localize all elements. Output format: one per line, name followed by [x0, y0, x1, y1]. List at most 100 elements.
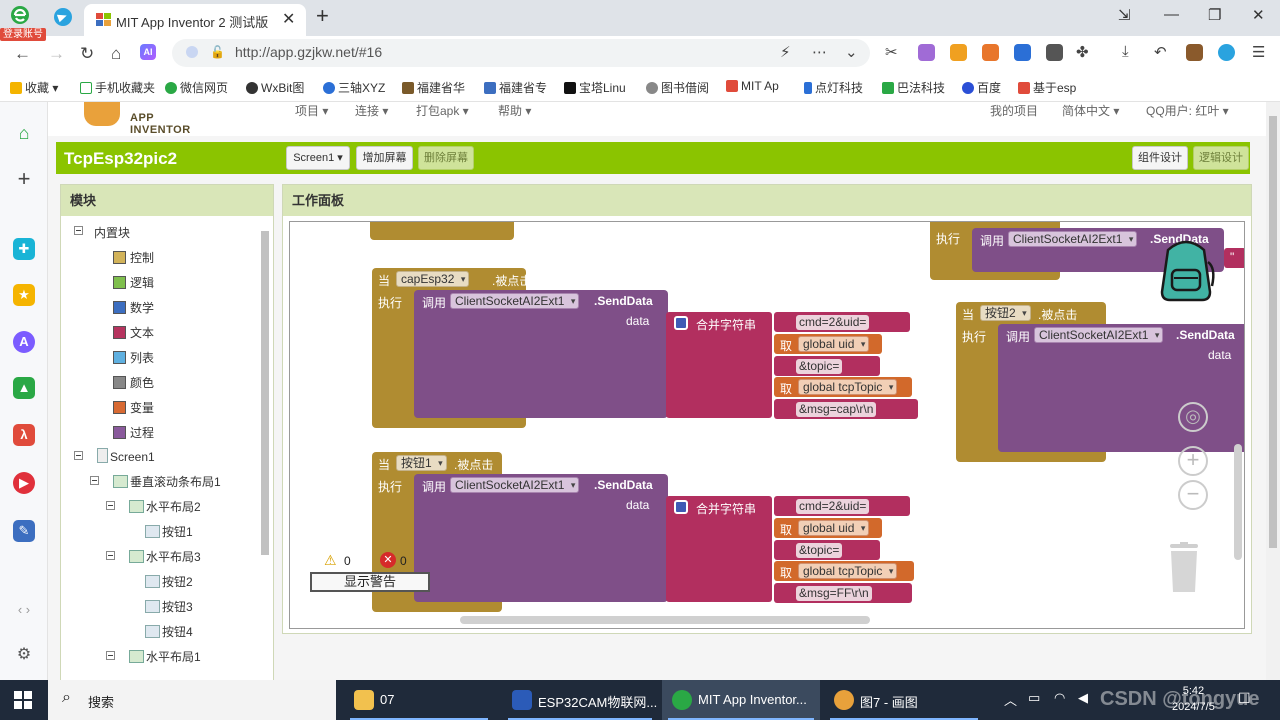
- component-dropdown[interactable]: 按钮2: [980, 305, 1031, 321]
- bookmark-item[interactable]: MIT Ap: [726, 79, 779, 93]
- tree-hlayout1[interactable]: 水平布局1: [129, 648, 201, 665]
- menu-project[interactable]: 项目 ▾: [295, 104, 329, 118]
- tree-button1[interactable]: 按钮1: [145, 523, 193, 540]
- notification-icon[interactable]: ☐: [1238, 690, 1251, 706]
- collapse-toggle[interactable]: [74, 451, 83, 460]
- collapse-toggle[interactable]: [74, 226, 83, 235]
- text-block-partial[interactable]: ": [1224, 248, 1244, 268]
- bookmark-item[interactable]: 巴法科技: [882, 79, 945, 96]
- undo-icon[interactable]: ↶: [1154, 44, 1167, 61]
- ai-chat-icon[interactable]: A: [13, 331, 35, 353]
- battery-icon[interactable]: ▭: [1028, 690, 1041, 705]
- menu-build-apk[interactable]: 打包apk ▾: [416, 104, 469, 118]
- show-warnings-button[interactable]: 显示警告: [310, 572, 430, 592]
- text-block[interactable]: &msg=cap\r\n: [774, 399, 918, 419]
- bookmark-item[interactable]: WxBit图: [246, 79, 304, 96]
- scissors-icon[interactable]: ✂: [885, 44, 898, 61]
- taskbar-search[interactable]: ⌕ 搜索: [48, 680, 336, 720]
- site-info-icon[interactable]: [186, 46, 198, 58]
- zoom-in-icon[interactable]: +: [1178, 446, 1208, 476]
- briefcase-icon[interactable]: [1186, 44, 1203, 61]
- home-icon[interactable]: ⌂: [111, 44, 122, 63]
- menu-connect[interactable]: 连接 ▾: [355, 104, 389, 118]
- collapse-icon[interactable]: ‹ ›: [17, 602, 31, 617]
- bookmark-item[interactable]: 福建省华: [402, 79, 465, 96]
- browser-logo-icon[interactable]: [6, 4, 34, 26]
- new-tab-button[interactable]: +: [316, 3, 329, 28]
- close-window-icon[interactable]: ✕: [1252, 7, 1265, 24]
- page-scroll-thumb[interactable]: [1269, 116, 1277, 548]
- category-colors[interactable]: 颜色: [113, 374, 154, 391]
- category-math[interactable]: 数学: [113, 299, 154, 316]
- text-block[interactable]: &msg=FF\r\n: [774, 583, 912, 603]
- translate-extension-icon[interactable]: [918, 44, 935, 61]
- menu-my-projects[interactable]: 我的项目: [990, 104, 1039, 118]
- tree-button4[interactable]: 按钮4: [145, 623, 193, 640]
- bookmark-item[interactable]: 手机收藏夹: [80, 79, 155, 96]
- more-icon[interactable]: ⋯: [812, 44, 827, 61]
- not-secure-icon[interactable]: 🔓: [210, 45, 225, 59]
- tree-vscroll-layout1[interactable]: 垂直滚动条布局1: [113, 473, 221, 490]
- chevron-down-icon[interactable]: ⌄: [845, 44, 858, 61]
- close-tab-icon[interactable]: ✕: [282, 11, 296, 28]
- socket-dropdown[interactable]: ClientSocketAI2Ext1: [450, 477, 580, 493]
- remove-screen-button[interactable]: 删除屏幕: [418, 146, 474, 170]
- call-senddata-block[interactable]: 调用 ClientSocketAI2Ext1 .SendData data: [414, 474, 668, 602]
- home-icon[interactable]: ⌂: [18, 123, 30, 143]
- gear-icon[interactable]: ⚙: [16, 646, 32, 663]
- tree-hlayout3[interactable]: 水平布局3: [129, 548, 201, 565]
- wifi-icon[interactable]: ◠: [1054, 690, 1066, 705]
- pdf-ai-icon[interactable]: λ: [13, 424, 35, 446]
- tray-chevron-icon[interactable]: ︿: [1004, 693, 1018, 708]
- edit-ai-icon[interactable]: ✎: [13, 520, 35, 542]
- backpack-icon[interactable]: [1152, 238, 1220, 304]
- gear-icon[interactable]: [674, 500, 688, 514]
- call-senddata-block[interactable]: 调用 ClientSocketAI2Ext1 .SendData data: [998, 324, 1244, 452]
- taskbar-item-word[interactable]: ESP32CAM物联网...: [502, 680, 658, 720]
- text-block[interactable]: cmd=2&uid=: [774, 496, 910, 516]
- url-bar[interactable]: [172, 39, 870, 67]
- recenter-icon[interactable]: ◎: [1178, 402, 1208, 432]
- shield-extension-icon[interactable]: [950, 44, 967, 61]
- bookmark-item[interactable]: 微信网页: [165, 79, 228, 96]
- tree-button3[interactable]: 按钮3: [145, 598, 193, 615]
- back-icon[interactable]: ←: [14, 44, 31, 63]
- taskbar-item-paint[interactable]: 图7 - 画图: [824, 680, 984, 720]
- fox-extension-icon[interactable]: [982, 44, 999, 61]
- gear-icon[interactable]: [674, 316, 688, 330]
- category-variables[interactable]: 变量: [113, 399, 154, 416]
- reload-icon[interactable]: ↻: [80, 44, 95, 63]
- bookmark-item[interactable]: 福建省专: [484, 79, 547, 96]
- star-icon[interactable]: ★: [13, 284, 35, 306]
- category-lists[interactable]: 列表: [113, 349, 154, 366]
- event-block-partial[interactable]: [370, 222, 514, 240]
- workspace-vertical-scrollbar[interactable]: [1234, 444, 1242, 560]
- telegram-icon[interactable]: [54, 8, 72, 26]
- pin-window-icon[interactable]: ⇲: [1118, 7, 1131, 24]
- bookmark-item[interactable]: 图书借阅: [646, 79, 709, 96]
- menu-user[interactable]: QQ用户: 红叶 ▾: [1146, 104, 1229, 118]
- sync-icon[interactable]: [1218, 44, 1235, 61]
- category-procedures[interactable]: 过程: [113, 424, 154, 441]
- tray-clock[interactable]: 5:42 2024/7/5: [1172, 685, 1215, 713]
- screen-select[interactable]: Screen1 ▾: [286, 146, 350, 170]
- bookmark-item[interactable]: 点灯科技: [804, 79, 863, 96]
- windows-start-icon[interactable]: [14, 691, 32, 709]
- bookmark-item[interactable]: 三轴XYZ: [323, 79, 385, 96]
- bookmark-item[interactable]: 基于esp: [1018, 79, 1076, 96]
- collapse-toggle[interactable]: [106, 651, 115, 660]
- collapse-toggle[interactable]: [90, 476, 99, 485]
- component-dropdown[interactable]: capEsp32: [396, 271, 470, 287]
- bookmark-favorites[interactable]: 收藏 ▾: [10, 79, 58, 96]
- category-control[interactable]: 控制: [113, 249, 154, 266]
- url-text[interactable]: http://app.gzjkw.net/#16: [235, 44, 383, 60]
- bookmark-item[interactable]: 百度: [962, 79, 1001, 96]
- palette-scrollbar[interactable]: [259, 223, 271, 680]
- app-inventor-logo[interactable]: APP INVENTOR: [84, 102, 208, 136]
- tree-builtin[interactable]: 内置块: [94, 226, 131, 240]
- zoom-out-icon[interactable]: −: [1178, 480, 1208, 510]
- palette-scroll-thumb[interactable]: [261, 231, 269, 555]
- add-icon[interactable]: +: [17, 166, 31, 191]
